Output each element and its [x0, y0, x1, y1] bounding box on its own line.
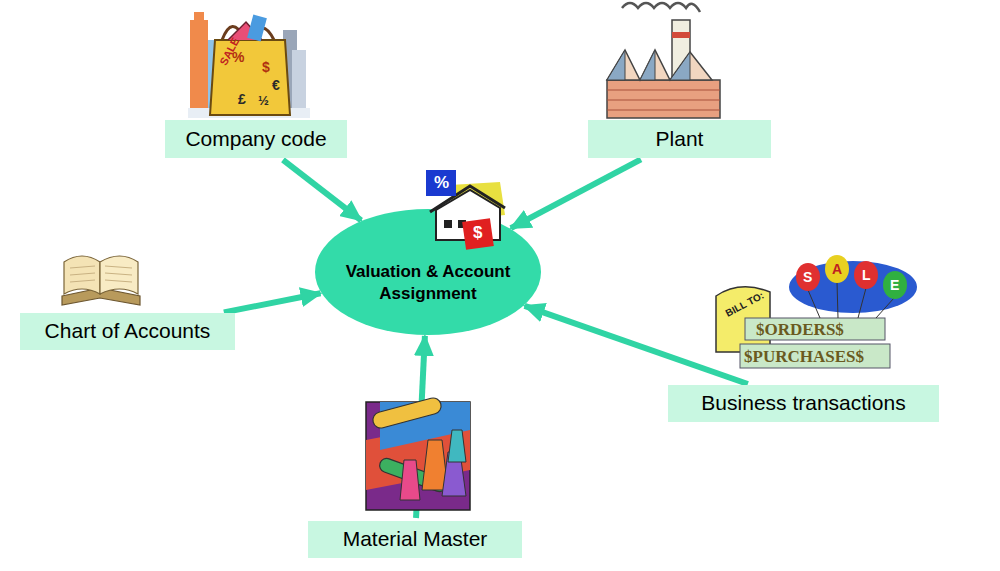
- bag-symbol: £: [238, 92, 246, 106]
- balloon-letter: A: [832, 262, 842, 276]
- balloon-letter: L: [862, 268, 871, 282]
- balloon-letter: S: [803, 270, 812, 284]
- arrow-connector: [525, 306, 748, 384]
- box-label: Plant: [656, 127, 704, 151]
- factory-icon: [607, 3, 720, 118]
- bag-symbol: ½: [258, 94, 269, 107]
- entity-box: Plant: [588, 120, 771, 158]
- box-label: Chart of Accounts: [45, 319, 211, 343]
- box-label: Business transactions: [701, 391, 905, 415]
- entity-box: Chart of Accounts: [20, 313, 235, 350]
- balloon-letter: E: [890, 278, 899, 292]
- icon-symbol: $: [473, 224, 482, 241]
- entity-box: Company code: [165, 120, 347, 158]
- bag-symbol: %: [232, 50, 244, 64]
- order-text: $ORDERS$: [756, 321, 844, 338]
- book-icon: [62, 256, 140, 305]
- purchase-text: $PURCHASES$: [744, 348, 864, 365]
- box-label: Material Master: [343, 527, 488, 551]
- shopping-bag-icon: [188, 12, 310, 118]
- box-label: Company code: [185, 127, 326, 151]
- bag-symbol: $: [262, 60, 270, 74]
- fabric-icon: [366, 396, 470, 510]
- icon-symbol: %: [434, 174, 449, 191]
- arrow-connector: [511, 159, 641, 228]
- central-ellipse: Valuation & Account Assignment: [315, 209, 541, 335]
- arrow-connector: [283, 160, 361, 220]
- arrow-connector: [224, 293, 321, 312]
- entity-box: Business transactions: [668, 385, 939, 422]
- ellipse-label: Valuation & Account Assignment: [343, 261, 513, 305]
- sale-orders-icon: [716, 255, 917, 368]
- bag-symbol: €: [272, 78, 280, 92]
- house-icon: [426, 170, 505, 250]
- entity-box: Material Master: [308, 521, 522, 558]
